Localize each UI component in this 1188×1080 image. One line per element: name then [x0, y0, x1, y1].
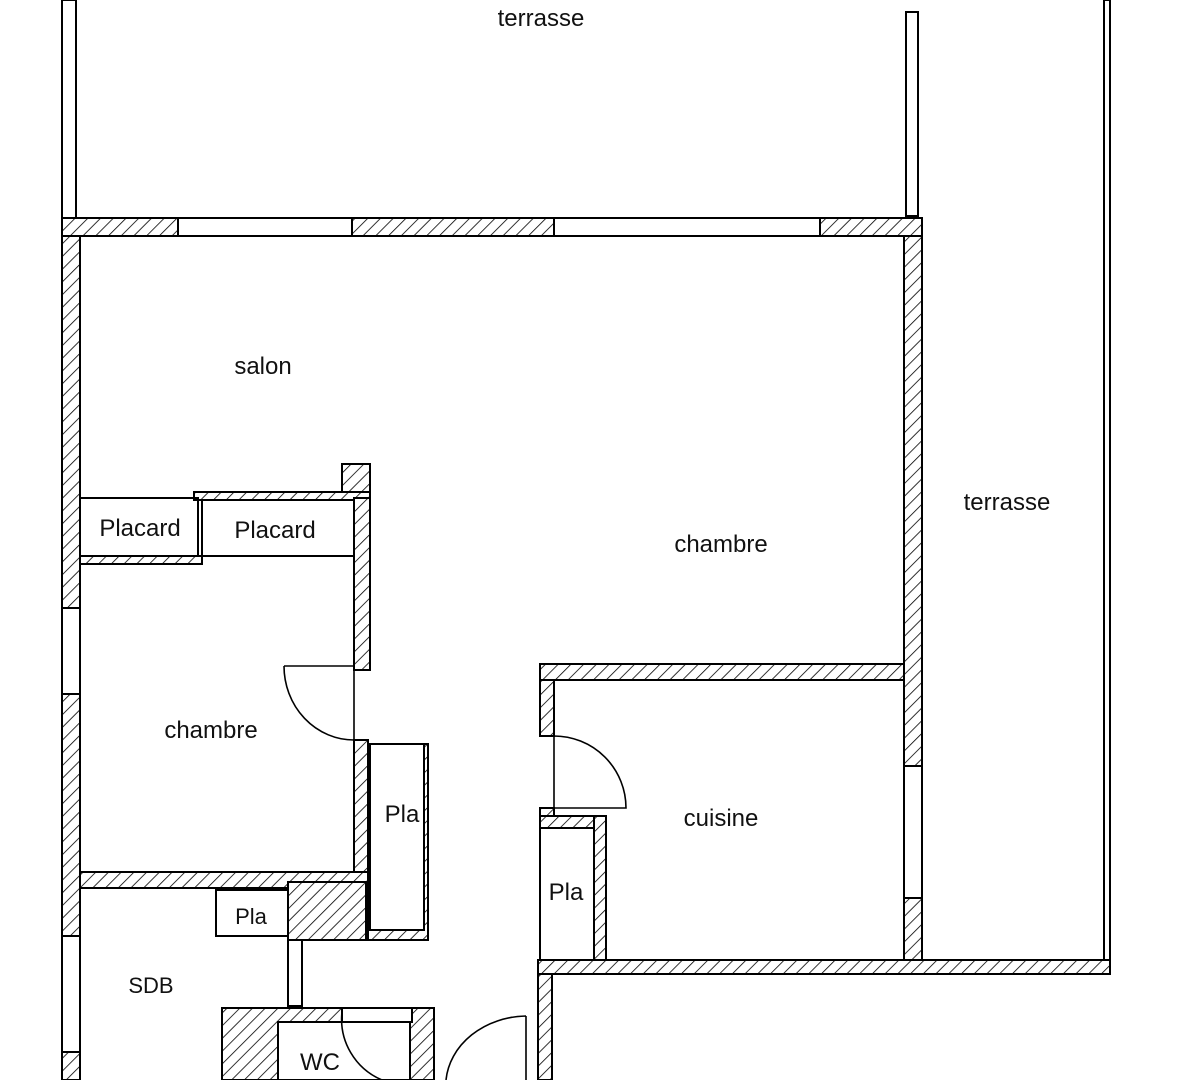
facade-right-wall: [903, 235, 923, 961]
label-cuisine: cuisine: [684, 805, 759, 832]
facade-top-wall: [61, 217, 923, 237]
label-pla-kitchen: Pla: [549, 879, 584, 906]
label-pla-corridor: Pla: [385, 801, 420, 828]
label-placard-2: Placard: [234, 517, 315, 544]
label-placard-1: Placard: [99, 515, 180, 542]
terrace-post: [905, 11, 919, 217]
pla-bath-box: [215, 889, 289, 937]
bedroom-walls: [79, 463, 371, 889]
label-chambre-small: chambre: [164, 717, 257, 744]
doors: [283, 665, 627, 1080]
label-terrasse-top: terrasse: [498, 5, 585, 32]
pla-kitchen-box: [539, 827, 595, 961]
window-cuisine: [903, 765, 923, 899]
door-wc: [340, 1011, 383, 1080]
terrace-right-area: [1103, 0, 1111, 961]
window-salon-2: [553, 217, 821, 237]
window-chambre: [61, 607, 81, 695]
terrace-right-railing: [1103, 0, 1111, 961]
door-entrance: [445, 1015, 527, 1080]
terrace-top-area: [61, 0, 919, 219]
kitchen-walls: [539, 663, 905, 961]
window-sdb: [61, 935, 81, 1053]
label-pla-bath: Pla: [235, 904, 268, 929]
pla-corridor-box: [369, 743, 425, 931]
door-chambre: [283, 665, 355, 741]
label-wc: WC: [300, 1049, 340, 1076]
placard-1-box: [79, 497, 199, 557]
facade-bottom-wall: [537, 959, 1111, 1080]
label-salon: salon: [234, 353, 291, 380]
label-sdb: SDB: [128, 973, 173, 998]
corridor-closet: [367, 743, 429, 941]
wc-box: [277, 1021, 411, 1080]
label-terrasse-right: terrasse: [964, 489, 1051, 516]
placard-2-box: [201, 499, 355, 557]
door-cuisine: [553, 735, 627, 809]
terrace-left-railing: [61, 0, 77, 219]
label-chambre-main: chambre: [674, 531, 767, 558]
window-salon-1: [177, 217, 353, 237]
bath-walls: [215, 881, 435, 1080]
facade-left-wall: [61, 235, 81, 1080]
